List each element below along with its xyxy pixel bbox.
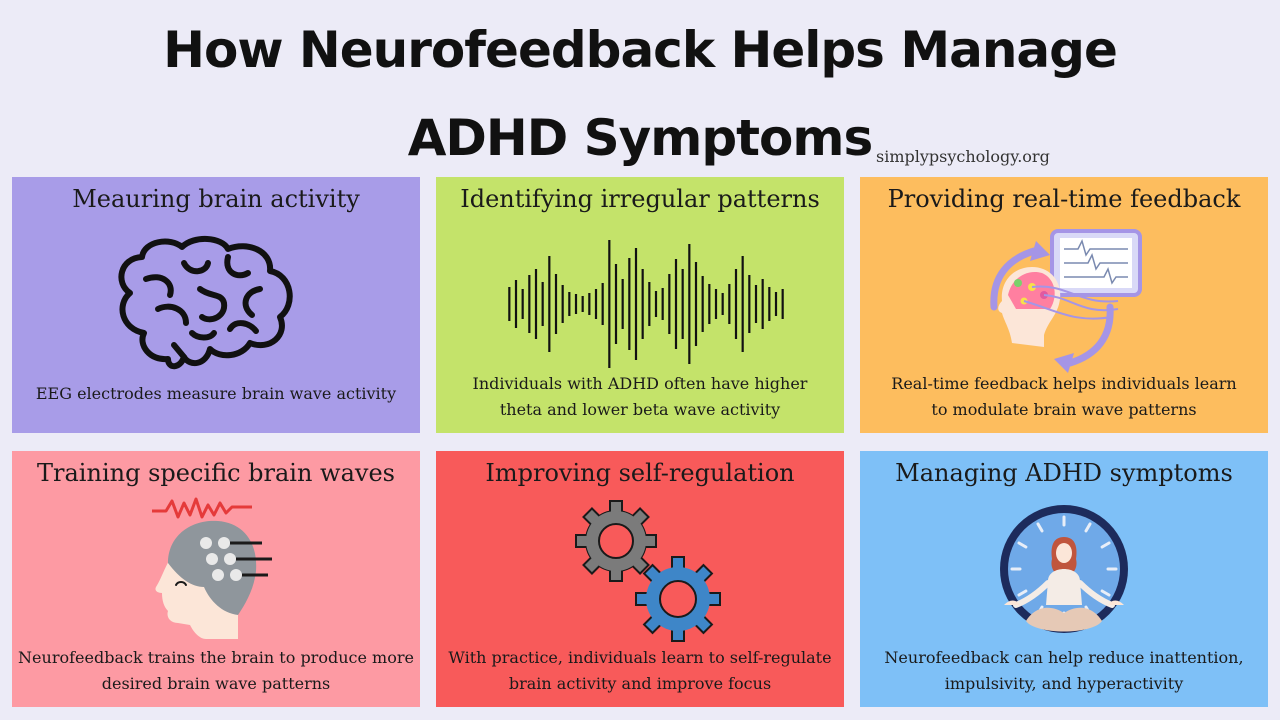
page-title: How Neurofeedback Helps Manage ADHD Symp…: [0, 6, 1280, 182]
card-description: Neurofeedback trains the brain to produc…: [18, 645, 414, 697]
card-identifying-irregular-patterns: Identifying irregular patterns Individua…: [436, 177, 844, 433]
card-description-line: to modulate brain wave patterns: [931, 400, 1197, 419]
head-monitor-feedback-icon: [990, 229, 1142, 373]
card-description-line: Neurofeedback trains the brain to produc…: [18, 648, 414, 667]
meditation-clock-icon: [1000, 505, 1128, 633]
card-providing-real-time-feedback: Providing real-time feedback Real-time f…: [860, 177, 1268, 433]
sound-wave-icon: [508, 240, 784, 368]
card-description-line: EEG electrodes measure brain wave activi…: [35, 384, 397, 403]
card-description: EEG electrodes measure brain wave activi…: [18, 381, 414, 407]
card-description-line: brain activity and improve focus: [508, 674, 772, 693]
card-description: Neurofeedback can help reduce inattentio…: [866, 645, 1262, 697]
card-description: With practice, individuals learn to self…: [442, 645, 838, 697]
card-managing-adhd-symptoms: Managing ADHD symptoms Neurofeedback can…: [860, 451, 1268, 707]
card-measuring-brain-activity: Meauring brain activity EEG electrodes m…: [12, 177, 420, 433]
card-description-line: Individuals with ADHD often have higher: [472, 374, 808, 393]
card-improving-self-regulation: Improving self-regulation With practice,…: [436, 451, 844, 707]
card-title: Improving self-regulation: [485, 459, 795, 487]
head-electrodes-icon: [152, 497, 272, 639]
card-description-line: desired brain wave patterns: [101, 674, 331, 693]
card-title: Meauring brain activity: [72, 185, 360, 213]
card-description: Individuals with ADHD often have higher …: [442, 371, 838, 423]
card-training-specific-brain-waves: Training specific brain waves Neurofeedb…: [12, 451, 420, 707]
card-description-line: impulsivity, and hyperactivity: [944, 674, 1184, 693]
source-credit: simplypsychology.org: [876, 147, 1050, 166]
card-description: Real-time feedback helps individuals lea…: [866, 371, 1262, 423]
page-title-line-1: How Neurofeedback Helps Manage: [163, 21, 1118, 79]
card-description-line: Real-time feedback helps individuals lea…: [891, 374, 1237, 393]
card-description-line: theta and lower beta wave activity: [499, 400, 781, 419]
card-description-line: Neurofeedback can help reduce inattentio…: [884, 648, 1244, 667]
gears-icon: [575, 500, 721, 642]
card-title: Training specific brain waves: [37, 459, 395, 487]
card-description-line: With practice, individuals learn to self…: [448, 648, 832, 667]
card-title: Identifying irregular patterns: [460, 185, 820, 213]
brain-icon: [118, 236, 293, 370]
page-title-line-2: ADHD Symptoms: [407, 109, 874, 167]
card-title: Providing real-time feedback: [887, 185, 1241, 213]
card-title: Managing ADHD symptoms: [895, 459, 1233, 487]
